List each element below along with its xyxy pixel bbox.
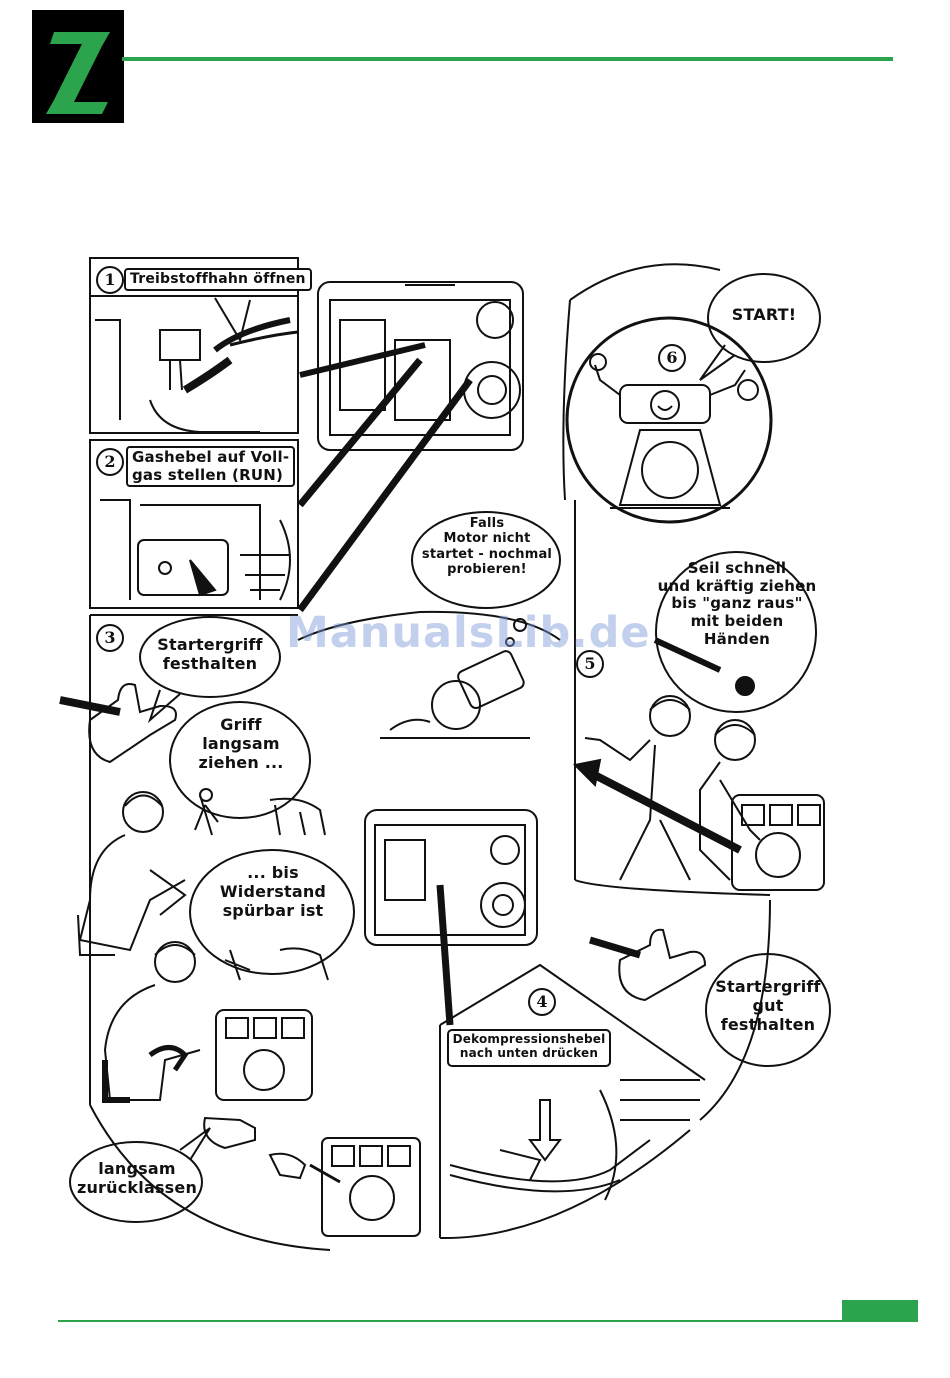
step5-pull-text: Seil schnell und kräftig ziehen bis "gan… bbox=[657, 559, 817, 648]
step-number-4: 4 bbox=[528, 988, 556, 1016]
step3-resist-text: ... bis Widerstand spürbar ist bbox=[219, 863, 327, 920]
footer-tab bbox=[842, 1300, 918, 1321]
step4-label: Dekompressionshebel nach unten drücken bbox=[452, 1032, 606, 1061]
step2-panel bbox=[89, 439, 299, 609]
release-bubble bbox=[69, 1141, 203, 1223]
step6-start-text: START! bbox=[731, 305, 797, 324]
logo-z-icon bbox=[32, 10, 124, 123]
pull-fast-bubble bbox=[655, 551, 817, 713]
start-bubble bbox=[707, 273, 821, 363]
step6-circle bbox=[565, 316, 773, 524]
hold-bubble bbox=[139, 616, 281, 698]
step3-release-text: langsam zurücklassen bbox=[76, 1159, 198, 1197]
brand-logo bbox=[32, 10, 124, 123]
pull-bubble bbox=[169, 701, 311, 819]
retry-text: Falls Motor nicht startet - nochmal prob… bbox=[421, 516, 553, 577]
watermark: ManualsLib.de bbox=[286, 608, 651, 658]
retry-bubble bbox=[411, 511, 561, 609]
footer-rule bbox=[58, 1320, 918, 1322]
step2-label: Gashebel auf Voll- gas stellen (RUN) bbox=[126, 446, 296, 488]
step4-label-box bbox=[447, 1029, 611, 1067]
step-number-5: 5 bbox=[576, 650, 604, 678]
step3-pull-text: Griff langsam ziehen ... bbox=[198, 715, 284, 772]
resist-bubble bbox=[189, 849, 355, 975]
step4-hold-text: Startergriff gut festhalten bbox=[715, 977, 821, 1034]
hold-firm-bubble bbox=[705, 953, 831, 1067]
step-number-2: 2 bbox=[96, 448, 124, 476]
step1-label: Treibstoffhahn öffnen bbox=[124, 268, 312, 291]
step-number-6: 6 bbox=[658, 344, 686, 372]
step-number-1: 1 bbox=[96, 266, 124, 294]
generator-center bbox=[364, 809, 538, 946]
header-rule bbox=[122, 57, 893, 61]
step1-panel bbox=[89, 257, 299, 434]
step3-hold-text: Startergriff festhalten bbox=[157, 635, 263, 673]
step-number-3: 3 bbox=[96, 624, 124, 652]
